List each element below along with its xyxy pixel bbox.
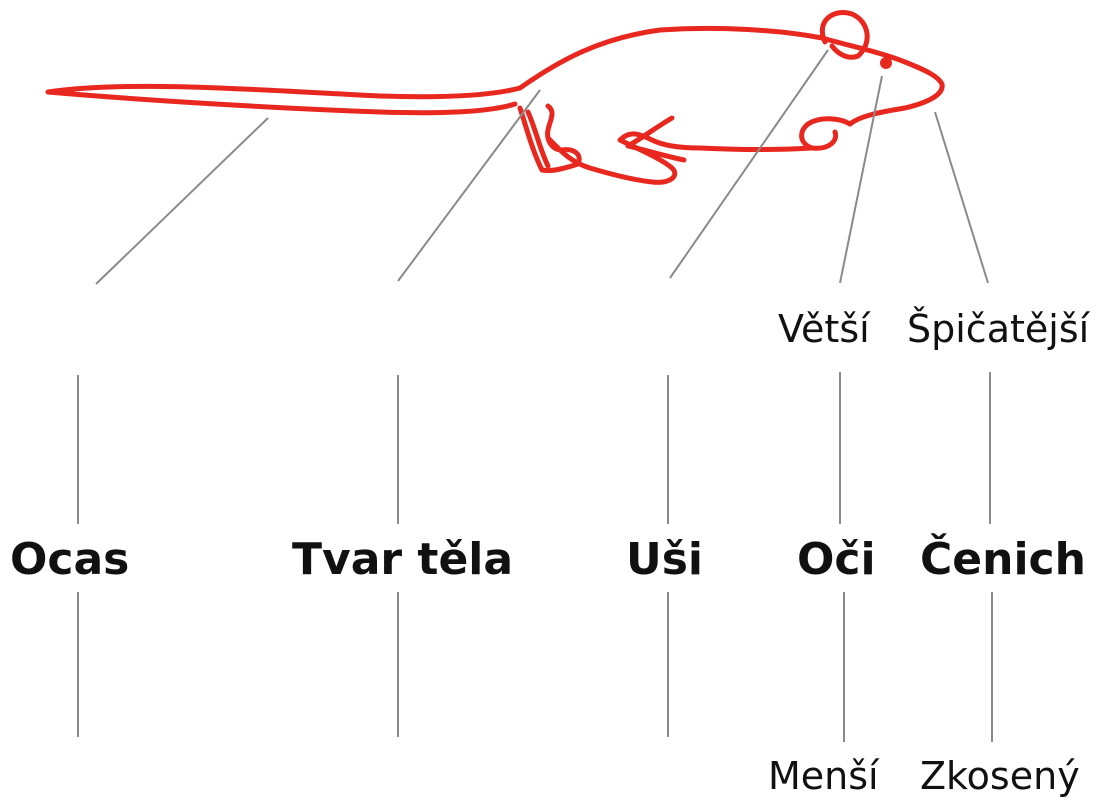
feature-label-snout: Čenich	[920, 534, 1086, 585]
eyes-upper-label: Větší	[778, 307, 870, 351]
leader-eyes	[839, 75, 883, 284]
rat-eye	[880, 57, 892, 69]
feature-label-body: Tvar těla	[292, 534, 514, 585]
snout-upper-label: Špičatější	[907, 307, 1090, 351]
leader-ears	[669, 49, 829, 279]
leader-tail	[95, 117, 269, 285]
rat-hind-leg	[517, 103, 582, 173]
feature-label-eyes: Oči	[797, 534, 876, 585]
rat-snout	[799, 116, 853, 151]
eyes-lower-label: Menší	[768, 754, 879, 798]
rat-front-paw	[625, 115, 687, 163]
rat-tail	[45, 83, 523, 116]
rat-illustration	[45, 10, 945, 185]
snout-lower-label: Zkosený	[920, 754, 1080, 798]
leader-body	[397, 89, 541, 282]
leader-lines	[77, 49, 993, 742]
leader-snout	[934, 111, 989, 284]
feature-label-tail: Ocas	[10, 534, 130, 585]
feature-label-ears: Uši	[626, 534, 703, 585]
rat-body	[517, 25, 945, 127]
rat-ear	[819, 10, 870, 60]
